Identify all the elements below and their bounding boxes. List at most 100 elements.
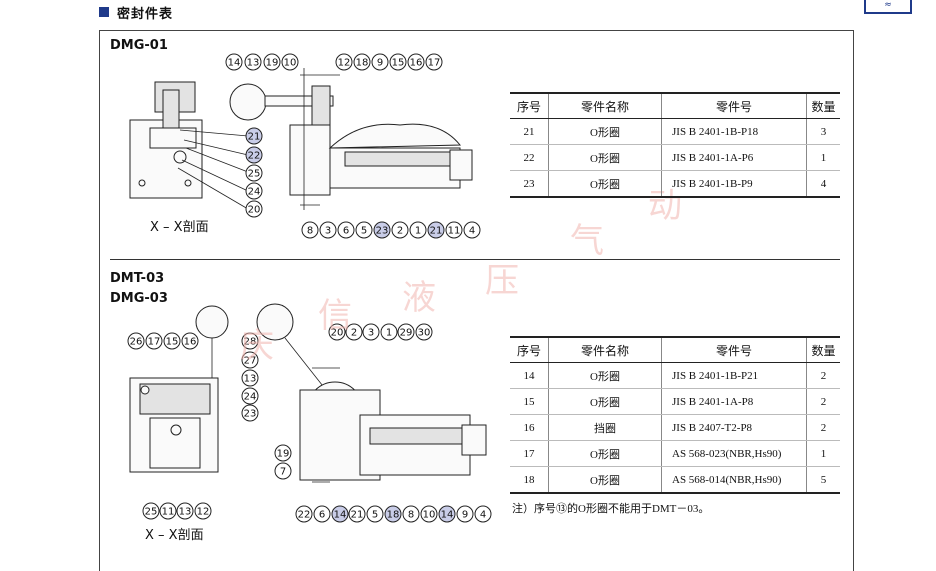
callout-balloon: 30	[415, 323, 433, 341]
callout-balloon: 9	[456, 505, 474, 523]
callout-balloon: 13	[244, 53, 262, 71]
callout-balloon: 5	[366, 505, 384, 523]
model-label-2: DMG-03	[110, 291, 168, 306]
callout-balloon: 14	[225, 53, 243, 71]
svg-text:14: 14	[441, 510, 454, 521]
cell: 3	[806, 118, 840, 145]
dmt03-section-drawing	[129, 305, 229, 473]
callout-balloon: 9	[371, 53, 389, 71]
svg-text:8: 8	[307, 226, 313, 237]
cell: 22	[510, 144, 549, 171]
col-header: 数量	[806, 92, 840, 119]
callout-balloon: 3	[319, 221, 337, 239]
callout-balloon: 3	[362, 323, 380, 341]
svg-text:13: 13	[244, 374, 257, 385]
callout-balloon: 10	[281, 53, 299, 71]
model-label-1: DMT-03	[110, 271, 165, 286]
cell: AS 568-023(NBR,Hs90)	[661, 440, 807, 467]
cell: 2	[806, 388, 840, 415]
svg-text:25: 25	[248, 169, 261, 180]
col-header: 零件号	[661, 92, 807, 119]
callout-balloon: 21	[245, 127, 263, 145]
svg-text:9: 9	[462, 510, 468, 521]
svg-text:22: 22	[248, 151, 261, 162]
table-row: 15 O形圈 JIS B 2401-1A-P8 2	[510, 388, 840, 415]
svg-text:3: 3	[325, 226, 331, 237]
corner-mark: ≈	[864, 0, 912, 14]
cell: 17	[510, 440, 549, 467]
svg-text:14: 14	[334, 510, 347, 521]
svg-text:12: 12	[197, 507, 210, 518]
svg-text:26: 26	[130, 337, 143, 348]
col-header: 零件名称	[548, 336, 662, 363]
svg-text:9: 9	[377, 58, 383, 69]
col-header: 数量	[806, 336, 840, 363]
svg-text:2: 2	[397, 226, 403, 237]
watermark-char-5: 气	[570, 223, 604, 260]
svg-text:25: 25	[145, 507, 158, 518]
svg-text:29: 29	[400, 328, 413, 339]
table-row: 17 O形圈 AS 568-023(NBR,Hs90) 1	[510, 440, 840, 467]
dmt03-valve-drawing	[256, 303, 487, 483]
callout-balloon: 12	[194, 502, 212, 520]
cell: 2	[806, 362, 840, 389]
svg-text:28: 28	[244, 337, 257, 348]
callout-balloon: 13	[241, 369, 259, 387]
valve-drawings	[129, 68, 487, 483]
callout-balloon: 21	[427, 221, 445, 239]
svg-text:12: 12	[338, 58, 351, 69]
cell: JIS B 2401-1B-P18	[661, 118, 807, 145]
content-frame	[99, 30, 854, 571]
cell: JIS B 2401-1B-P9	[661, 170, 807, 198]
cell: 4	[806, 170, 840, 198]
callout-balloon: 17	[145, 332, 163, 350]
callout-balloon: 22	[295, 505, 313, 523]
callout-balloon: 11	[159, 502, 177, 520]
callout-balloon: 19	[263, 53, 281, 71]
svg-text:11: 11	[448, 226, 461, 237]
svg-text:27: 27	[244, 356, 257, 367]
svg-text:6: 6	[343, 226, 349, 237]
cell: JIS B 2407-T2-P8	[661, 414, 807, 441]
svg-text:19: 19	[266, 58, 279, 69]
callout-balloon: 27	[241, 351, 259, 369]
table-row: 14 O形圈 JIS B 2401-1B-P21 2	[510, 362, 840, 389]
callout-balloon: 20	[245, 200, 263, 218]
cell: JIS B 2401-1A-P6	[661, 144, 807, 171]
cell: 1	[806, 144, 840, 171]
watermark-char-1: 庆	[240, 328, 274, 365]
page-title: 密封件表	[117, 6, 174, 22]
header-square-icon	[99, 7, 109, 17]
callout-balloon: 8	[402, 505, 420, 523]
callout-balloon: 13	[176, 502, 194, 520]
svg-text:24: 24	[244, 392, 257, 403]
callout-balloon: 25	[142, 502, 160, 520]
callout-balloon: 8	[301, 221, 319, 239]
callout-balloon: 2	[345, 323, 363, 341]
cell: 23	[510, 170, 549, 198]
svg-text:21: 21	[351, 510, 364, 521]
svg-text:11: 11	[162, 507, 175, 518]
section-label-top: X – X剖面	[150, 220, 209, 235]
cell: O形圈	[548, 170, 662, 198]
svg-text:20: 20	[331, 328, 344, 339]
svg-text:30: 30	[418, 328, 431, 339]
callout-balloon: 18	[353, 53, 371, 71]
callout-balloon: 14	[438, 505, 456, 523]
callout-balloon: 21	[348, 505, 366, 523]
table-row: 16 挡圈 JIS B 2407-T2-P8 2	[510, 414, 840, 441]
svg-text:23: 23	[376, 226, 389, 237]
svg-text:10: 10	[284, 58, 297, 69]
callout-balloon: 22	[245, 146, 263, 164]
cell: O形圈	[548, 144, 662, 171]
svg-text:10: 10	[423, 510, 436, 521]
callout-balloon: 20	[328, 323, 346, 341]
callout-balloon: 15	[163, 332, 181, 350]
table-row: 22 O形圈 JIS B 2401-1A-P6 1	[510, 144, 840, 171]
cell: O形圈	[548, 440, 662, 467]
svg-text:13: 13	[179, 507, 192, 518]
svg-text:4: 4	[480, 510, 486, 521]
svg-text:7: 7	[280, 467, 286, 478]
cell: JIS B 2401-1B-P21	[661, 362, 807, 389]
